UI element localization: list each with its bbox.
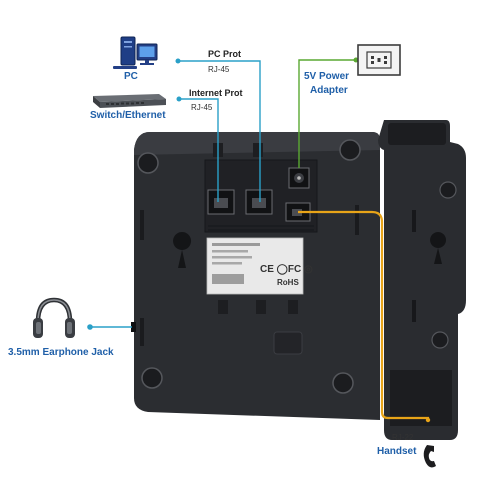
internet-port-connector-line [179, 98, 219, 202]
rubber-foot [141, 367, 163, 389]
headphone-icon [33, 297, 75, 338]
wall-mount-hole [173, 232, 192, 268]
power-connector-line [298, 59, 356, 168]
earphone-jack [131, 322, 136, 332]
certification-marks: CE ◯FC ◎ [260, 264, 313, 275]
power-adapter-label-line2: Adapter [310, 85, 348, 96]
pc-port-label: PC Prot [208, 49, 242, 59]
power-jack [288, 167, 310, 189]
internet-port-type-label: RJ-45 [191, 103, 213, 112]
handset-cable [298, 210, 430, 420]
earphone-jack-label: 3.5mm Earphone Jack [8, 347, 114, 358]
power-outlet-icon [357, 44, 401, 76]
rubber-foot [431, 331, 449, 349]
handset-cradle [378, 120, 466, 440]
rohs-mark: RoHS [277, 278, 299, 287]
wall-mount-hole [430, 232, 447, 264]
rubber-foot [137, 152, 159, 174]
pc-port-connector-line [178, 60, 261, 202]
handset-label: Handset [377, 446, 417, 457]
pc-port-jack [207, 189, 235, 215]
pc-icon [113, 36, 158, 69]
pc-port-type-label: RJ-45 [208, 65, 230, 74]
handset-icon [423, 445, 436, 468]
rubber-foot [339, 139, 361, 161]
product-sticker: CE ◯FC ◎ RoHS [206, 237, 313, 295]
handset-port-type-label: RJ-22 [392, 433, 414, 442]
internet-port-jack [245, 189, 273, 215]
switch-icon [93, 94, 166, 108]
phone-base: CE ◯FC ◎ RoHS [131, 132, 380, 420]
power-adapter-label-line1: 5V Power [304, 71, 350, 82]
rubber-foot [439, 181, 457, 199]
internet-port-label: Internet Prot [189, 88, 243, 98]
switch-label: Switch/Ethernet [90, 110, 166, 121]
rubber-foot [332, 372, 354, 394]
pc-label: PC [124, 71, 138, 82]
